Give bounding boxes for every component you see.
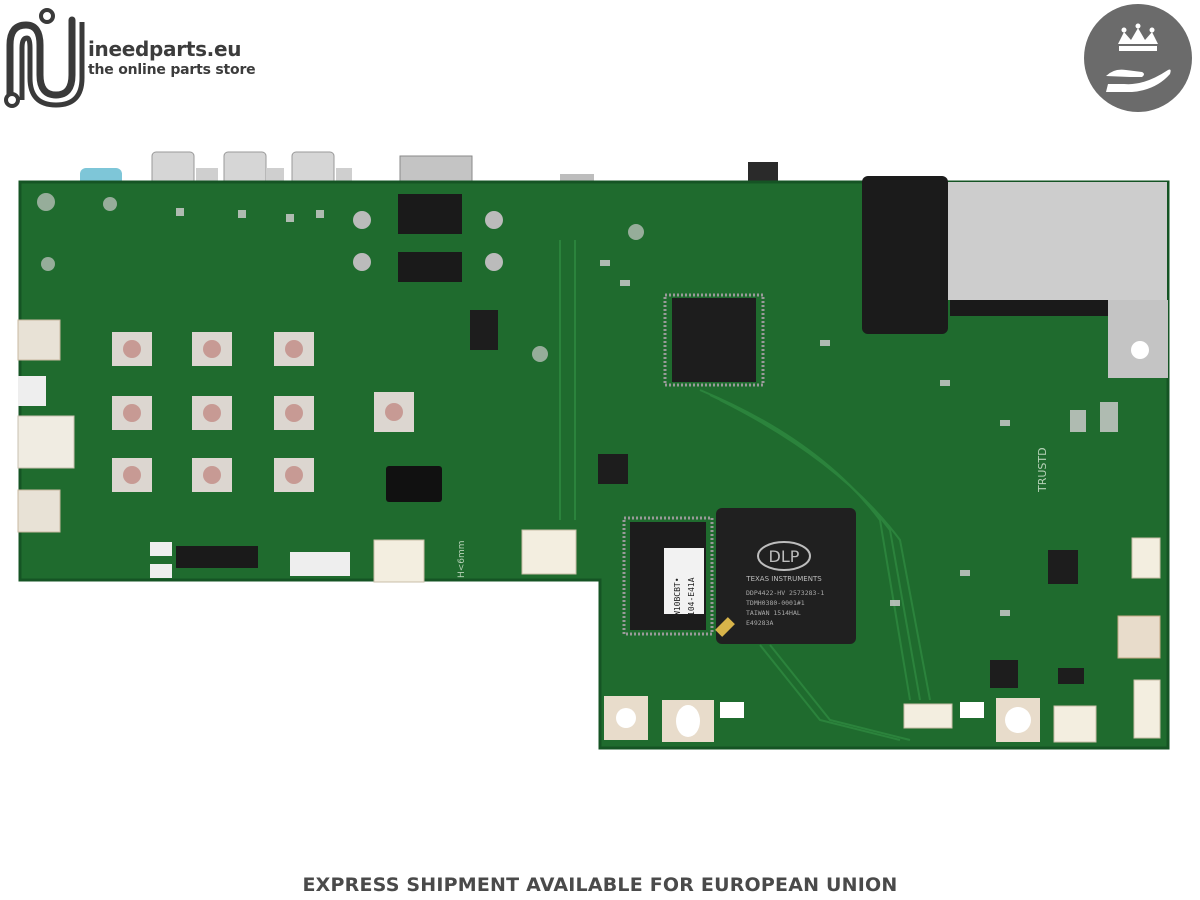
metal-shield bbox=[945, 182, 1167, 300]
sticker-line-2: 104-E41A bbox=[687, 577, 696, 616]
footer-shipping-note: EXPRESS SHIPMENT AVAILABLE FOR EUROPEAN … bbox=[302, 874, 898, 896]
qfp-chip-upper bbox=[672, 298, 756, 382]
foam-pad bbox=[862, 176, 948, 334]
silk-bottom: H<6mm bbox=[457, 540, 467, 578]
chip-main-line-3: TAIWAN 1514HAL bbox=[746, 609, 801, 617]
pcb-board: W10BCBT• 104-E41A DLP TEXAS INSTRUMENTS … bbox=[17, 151, 1170, 750]
brand-block: ineedparts.eu the online parts store bbox=[88, 37, 256, 79]
crown-hand-icon bbox=[1106, 23, 1171, 92]
silk-right: TRUSTD bbox=[1036, 447, 1049, 493]
brand-name: ineedparts.eu bbox=[88, 37, 242, 61]
chip-main-line-1: DDP4422-HV 2573283-1 bbox=[746, 589, 824, 597]
quality-badge bbox=[1084, 4, 1192, 112]
chip-main-line-2: TDMH0380-0001#1 bbox=[746, 599, 805, 607]
svg-text:104-E41A: 104-E41A bbox=[687, 577, 696, 616]
chip-main bbox=[716, 508, 856, 644]
tact-switches bbox=[112, 332, 414, 492]
sticker-line-1: W10BCBT• bbox=[673, 577, 682, 616]
chip-main-maker: TEXAS INSTRUMENTS bbox=[745, 575, 822, 583]
brand-logo-icon bbox=[4, 8, 85, 108]
brand-tagline: the online parts store bbox=[88, 62, 256, 78]
chip-main-logo: DLP bbox=[769, 547, 800, 566]
svg-text:W10BCBT•: W10BCBT• bbox=[673, 577, 682, 616]
chip-main-line-4: E49283A bbox=[746, 619, 773, 627]
